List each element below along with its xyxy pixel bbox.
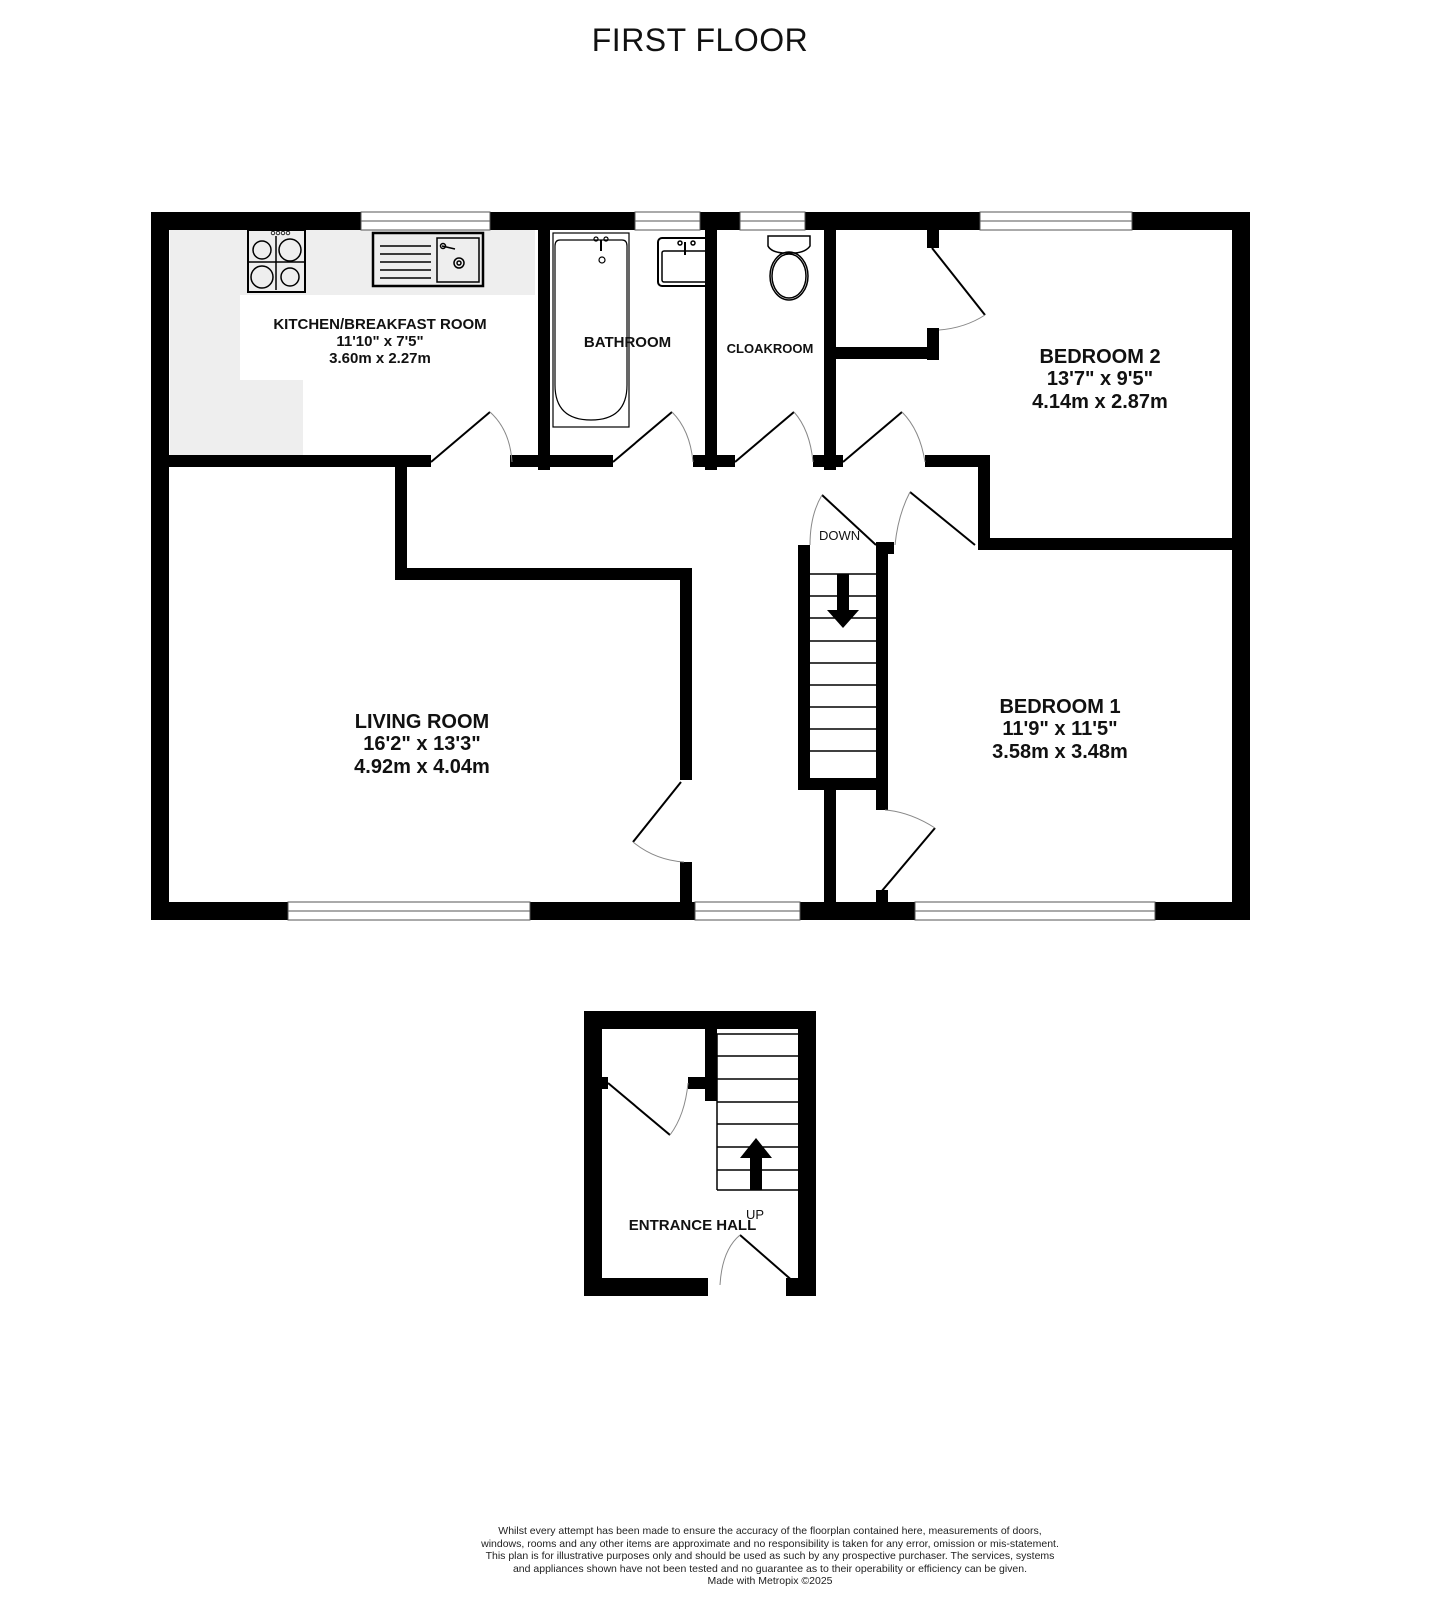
room-label-bathroom: BATHROOM xyxy=(575,334,680,352)
room-label-entrance-hall: ENTRANCE HALL xyxy=(615,1217,770,1235)
floor-title: FIRST FLOOR xyxy=(591,22,809,58)
toilet-icon xyxy=(767,235,811,301)
entrance-walls xyxy=(584,1011,816,1296)
windows xyxy=(287,211,1156,921)
disclaimer-text: Whilst every attempt has been made to en… xyxy=(481,1525,1059,1575)
footer-disclaimer: Whilst every attempt has been made to en… xyxy=(480,1525,1060,1588)
room-size-metric: 3.60m x 2.27m xyxy=(329,349,431,367)
stairs-up-arrow-icon xyxy=(740,1138,772,1190)
room-name: KITCHEN/BREAKFAST ROOM xyxy=(273,316,487,333)
stairs-up-label: UP xyxy=(746,1207,765,1222)
washbasin-icon xyxy=(657,237,716,287)
sink-icon xyxy=(371,231,485,288)
room-label-cloakroom: CLOAKROOM xyxy=(720,341,820,357)
room-name: BEDROOM 1 xyxy=(999,696,1121,718)
hob-icon xyxy=(247,229,306,293)
room-size-imperial: 16'2" x 13'3" xyxy=(363,733,481,756)
room-name: BATHROOM xyxy=(583,334,672,351)
room-label-bedroom-1: BEDROOM 1 11'9" x 11'5" 3.58m x 3.48m xyxy=(960,696,1160,763)
room-name: CLOAKROOM xyxy=(726,341,814,356)
stairs-entrance xyxy=(716,1033,798,1191)
kitchen-worktop xyxy=(170,230,535,455)
bath-icon xyxy=(552,232,630,428)
room-name: ENTRANCE HALL xyxy=(628,1217,757,1234)
room-size-imperial: 11'10" x 7'5" xyxy=(336,332,424,350)
credit-text: Made with Metropix ©2025 xyxy=(707,1575,833,1588)
room-label-living-room: LIVING ROOM 16'2" x 13'3" 4.92m x 4.04m xyxy=(322,711,522,778)
room-size-metric: 4.92m x 4.04m xyxy=(354,755,490,778)
doors xyxy=(430,247,986,893)
room-label-kitchen: KITCHEN/BREAKFAST ROOM 11'10" x 7'5" 3.6… xyxy=(250,316,510,367)
stairs-down-arrow-icon xyxy=(827,574,859,628)
room-size-imperial: 13'7" x 9'5" xyxy=(1046,368,1154,391)
stairs-down-label: DOWN xyxy=(819,528,861,543)
room-name: LIVING ROOM xyxy=(354,711,490,733)
room-size-metric: 3.58m x 3.48m xyxy=(992,740,1128,763)
walls xyxy=(151,212,1250,920)
room-size-imperial: 11'9" x 11'5" xyxy=(1002,718,1118,741)
room-name: BEDROOM 2 xyxy=(1039,346,1161,368)
room-size-metric: 4.14m x 2.87m xyxy=(1032,390,1168,413)
room-label-bedroom-2: BEDROOM 2 13'7" x 9'5" 4.14m x 2.87m xyxy=(1000,346,1200,413)
entrance-doors xyxy=(607,1082,796,1286)
